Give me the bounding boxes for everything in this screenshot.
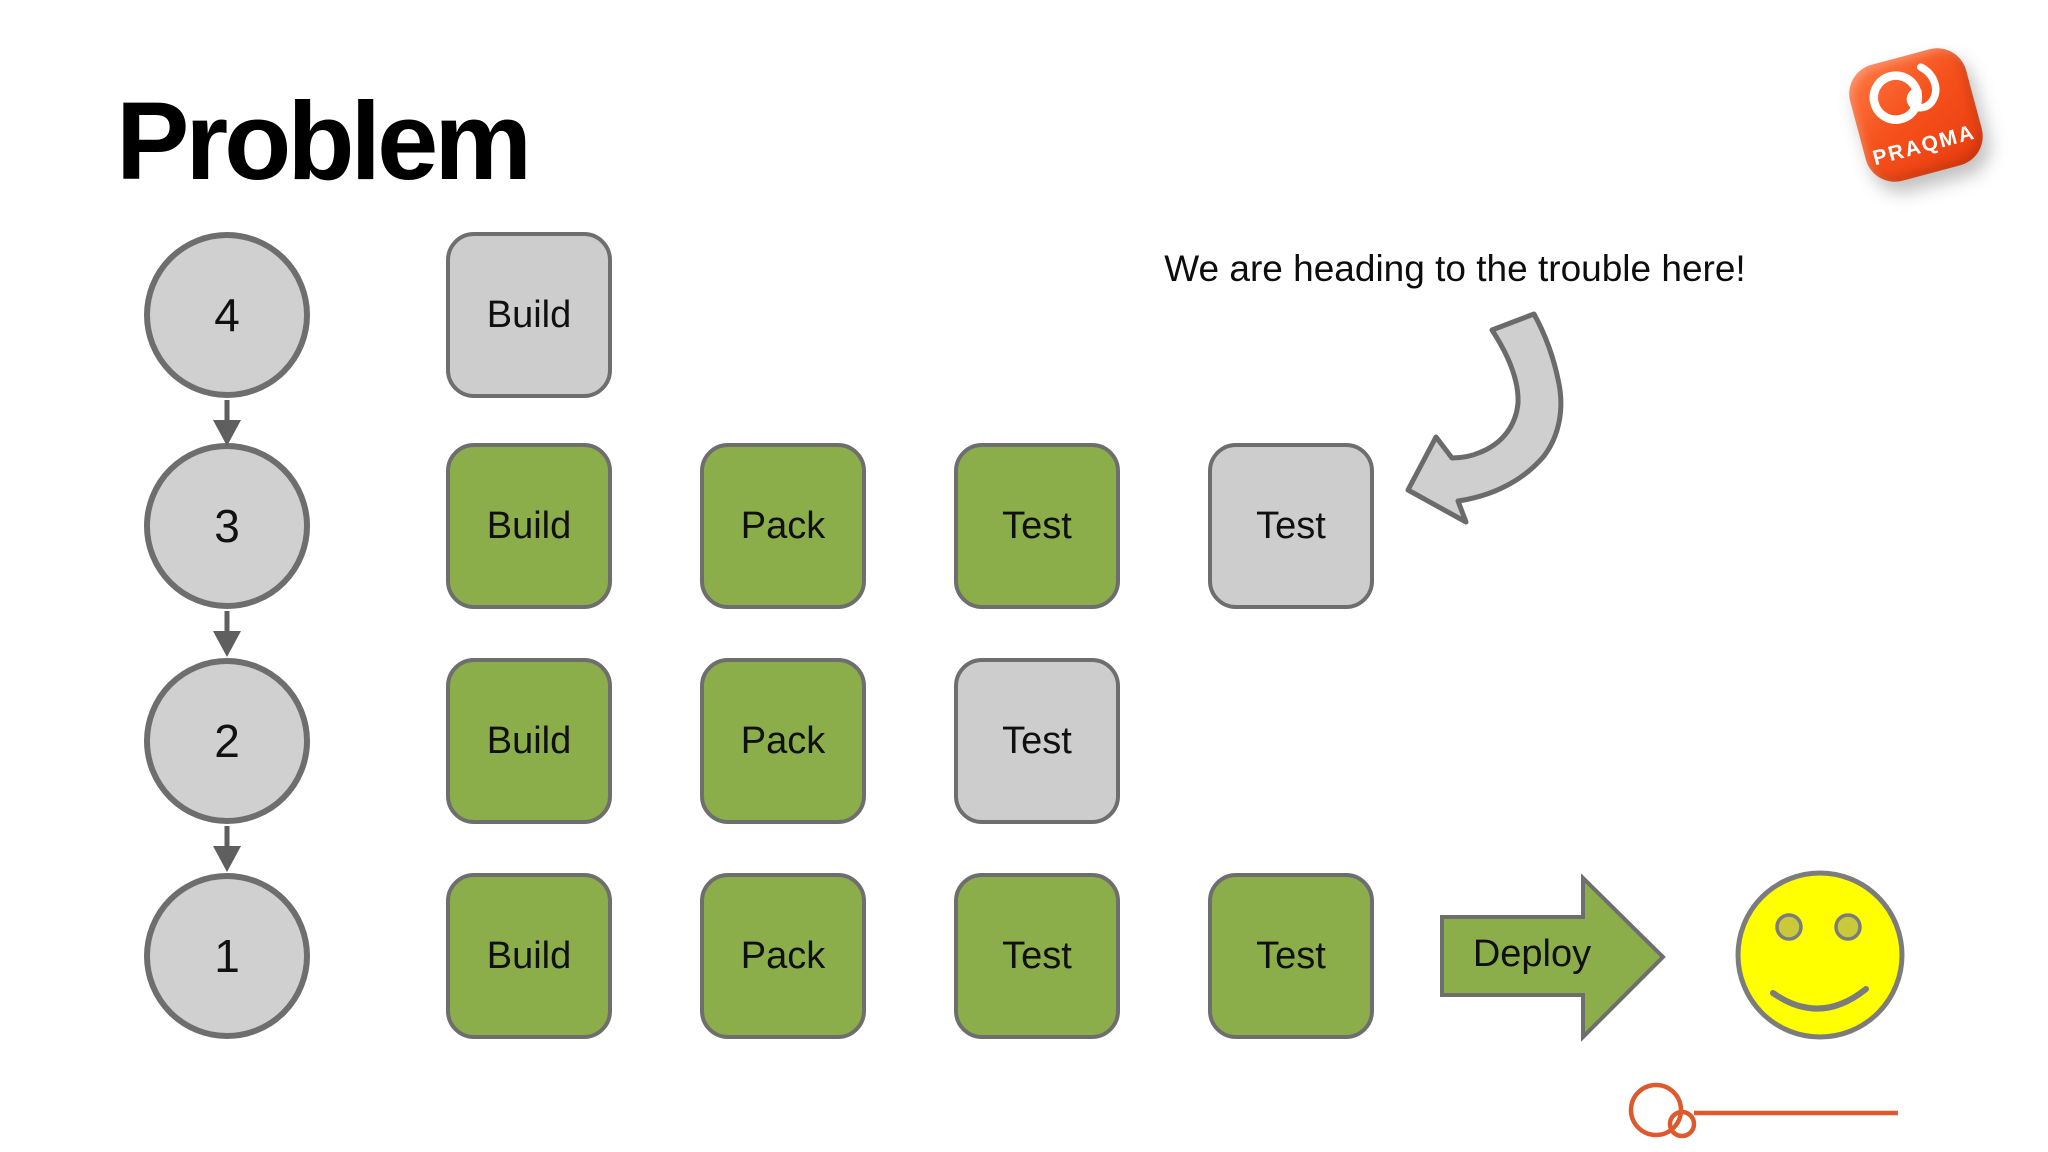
page-title: Problem [116,80,532,203]
commit-node-2: 2 [144,658,310,824]
deploy-arrow-label: Deploy [1472,933,1592,975]
stage-box-build: Build [446,232,612,398]
commit-node-label: 3 [214,500,240,552]
stage-box-pack: Pack [700,443,866,609]
commit-node-4: 4 [144,232,310,398]
stage-box-build: Build [446,873,612,1039]
commit-connector-4-3 [213,400,241,446]
commit-connector-2-1 [213,826,241,872]
pipeline-row-commit-2: Build Pack Test [446,658,1120,824]
footer-divider [520,1082,1898,1139]
commit-node-1: 1 [144,873,310,1039]
commit-node-label: 4 [214,289,240,341]
commit-node-label: 2 [214,715,240,767]
pipeline-row-commit-1: Build Pack Test Test [446,873,1374,1039]
pipeline-row-commit-3: Build Pack Test Test [446,443,1374,609]
praqma-q-icon [1869,63,1940,124]
stage-box-test-pending: Test [1208,443,1374,609]
smiley-icon [1735,870,1905,1040]
commit-node-3: 3 [144,443,310,609]
stage-box-test: Test [954,443,1120,609]
stage-box-pack: Pack [700,658,866,824]
commit-connector-3-2 [213,611,241,657]
stage-box-test: Test [954,873,1120,1039]
trouble-annotation: We are heading to the trouble here! [1164,248,1746,289]
trouble-curved-arrow-icon [1405,311,1564,525]
stage-box-test-pending: Test [954,658,1120,824]
stage-box-build: Build [446,658,612,824]
praqma-logo: PRAQMA [1842,41,1990,189]
stage-box-pack: Pack [700,873,866,1039]
pipeline-row-commit-4: Build [446,232,612,398]
stage-box-test: Test [1208,873,1374,1039]
stage-box-build: Build [446,443,612,609]
commit-node-label: 1 [214,930,240,982]
